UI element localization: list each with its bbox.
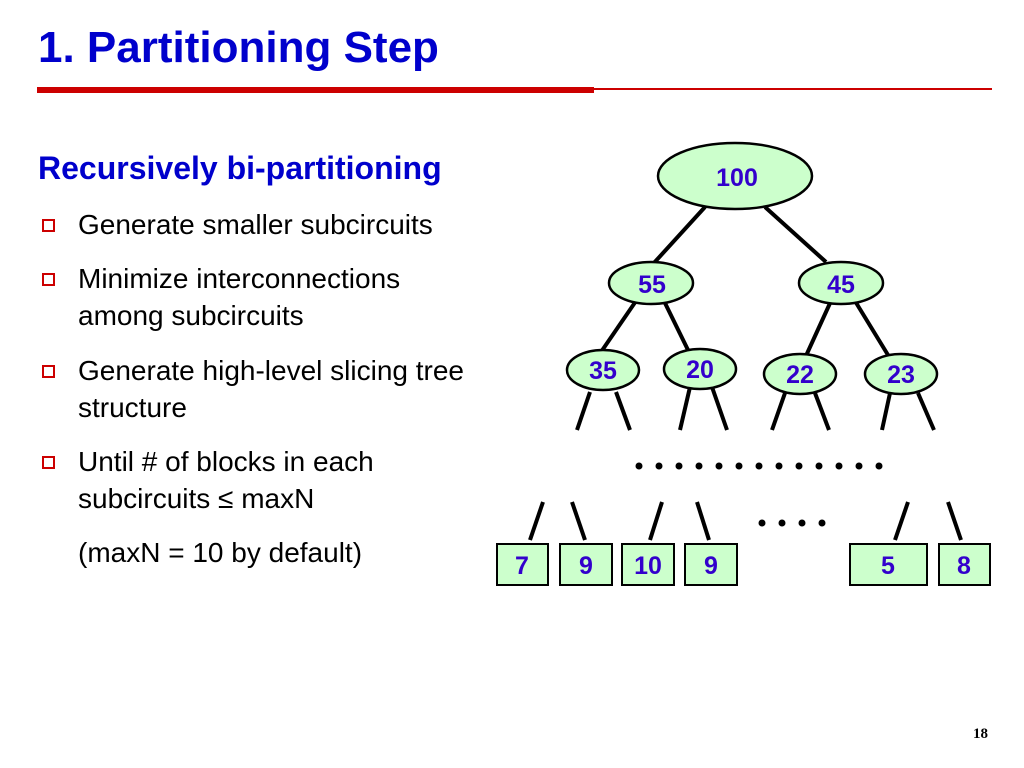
leaf-label: 9 (704, 552, 718, 580)
edge-stub (528, 501, 545, 541)
edge-45-22 (803, 300, 833, 359)
leaf-block (849, 543, 928, 586)
bullet-line: Generate smaller subcircuits (78, 209, 433, 240)
edge-stub (893, 501, 910, 541)
bullet-item: Generate high-level slicing tree structu… (38, 352, 464, 426)
leaf-block (621, 543, 675, 586)
tree-node-label: 35 (589, 357, 617, 385)
tree-node-label: 45 (827, 271, 855, 299)
edge-stub (614, 391, 632, 431)
tree-node-55 (607, 260, 695, 306)
bullet-line: structure (78, 392, 187, 423)
edge-stub (648, 501, 664, 541)
edge-stub (710, 386, 729, 431)
default-note: (maxN = 10 by default) (78, 537, 363, 568)
edge-55-20 (662, 300, 690, 351)
tree-node-20 (662, 347, 738, 391)
bullet-item: Until # of blocks in each subcircuits ≤ … (38, 443, 374, 517)
tree-node-label: 23 (887, 361, 915, 389)
edge-stub (695, 501, 711, 541)
title-underline-thick (37, 87, 594, 93)
tree-node-label: 22 (786, 361, 814, 389)
bullet-line: among subcircuits (78, 300, 304, 331)
tree-node-label: 20 (686, 356, 714, 384)
slide-title: 1. Partitioning Step (38, 23, 439, 72)
tree-edges (528, 205, 963, 541)
leaf-block (684, 543, 738, 586)
bullet-line: subcircuits ≤ maxN (78, 483, 315, 514)
edge-stub (678, 386, 692, 431)
tree-node-22 (762, 352, 838, 396)
subheading: Recursively bi-partitioning (38, 150, 442, 186)
edge-root-left (651, 205, 707, 266)
leaf-label: 8 (957, 552, 971, 580)
leaf-block (496, 543, 549, 586)
tree-node-45 (797, 260, 885, 306)
bullet-line: Generate high-level slicing tree (78, 355, 464, 386)
page-number: 18 (973, 726, 988, 742)
leaf-block (938, 543, 991, 586)
leaf-label: 7 (515, 552, 529, 580)
tree-node-root (656, 141, 814, 211)
ellipsis-dots-row (635, 462, 883, 470)
tree-node-35 (565, 348, 641, 392)
edge-55-35 (599, 299, 638, 354)
square-bullet-icon (42, 456, 55, 469)
bullet-line: Minimize interconnections (78, 263, 401, 294)
edge-stub (916, 392, 936, 431)
bullet-line: Until # of blocks in each (78, 446, 374, 477)
edge-stub (813, 392, 831, 431)
square-bullet-icon (42, 273, 55, 286)
leaf-block (559, 543, 613, 586)
tree-node-label: 55 (638, 271, 666, 299)
leaf-label: 10 (634, 552, 662, 580)
leaf-label: 5 (881, 552, 895, 580)
square-bullet-icon (42, 365, 55, 378)
tree-node-label: 100 (716, 164, 758, 192)
leaf-label: 9 (579, 552, 593, 580)
ellipsis-dots-short (758, 519, 826, 527)
bullet-item: Generate smaller subcircuits (38, 206, 433, 243)
edge-stub (570, 501, 587, 541)
edge-root-right (763, 205, 828, 264)
tree-node-23 (863, 352, 939, 396)
edge-stub (575, 391, 592, 431)
square-bullet-icon (42, 219, 55, 232)
title-underline-thin (594, 88, 992, 90)
edge-stub (880, 392, 892, 431)
bullet-item: Minimize interconnections among subcircu… (38, 260, 400, 334)
edge-stub (946, 501, 963, 541)
edge-45-23 (853, 299, 890, 357)
edge-stub (770, 392, 787, 431)
